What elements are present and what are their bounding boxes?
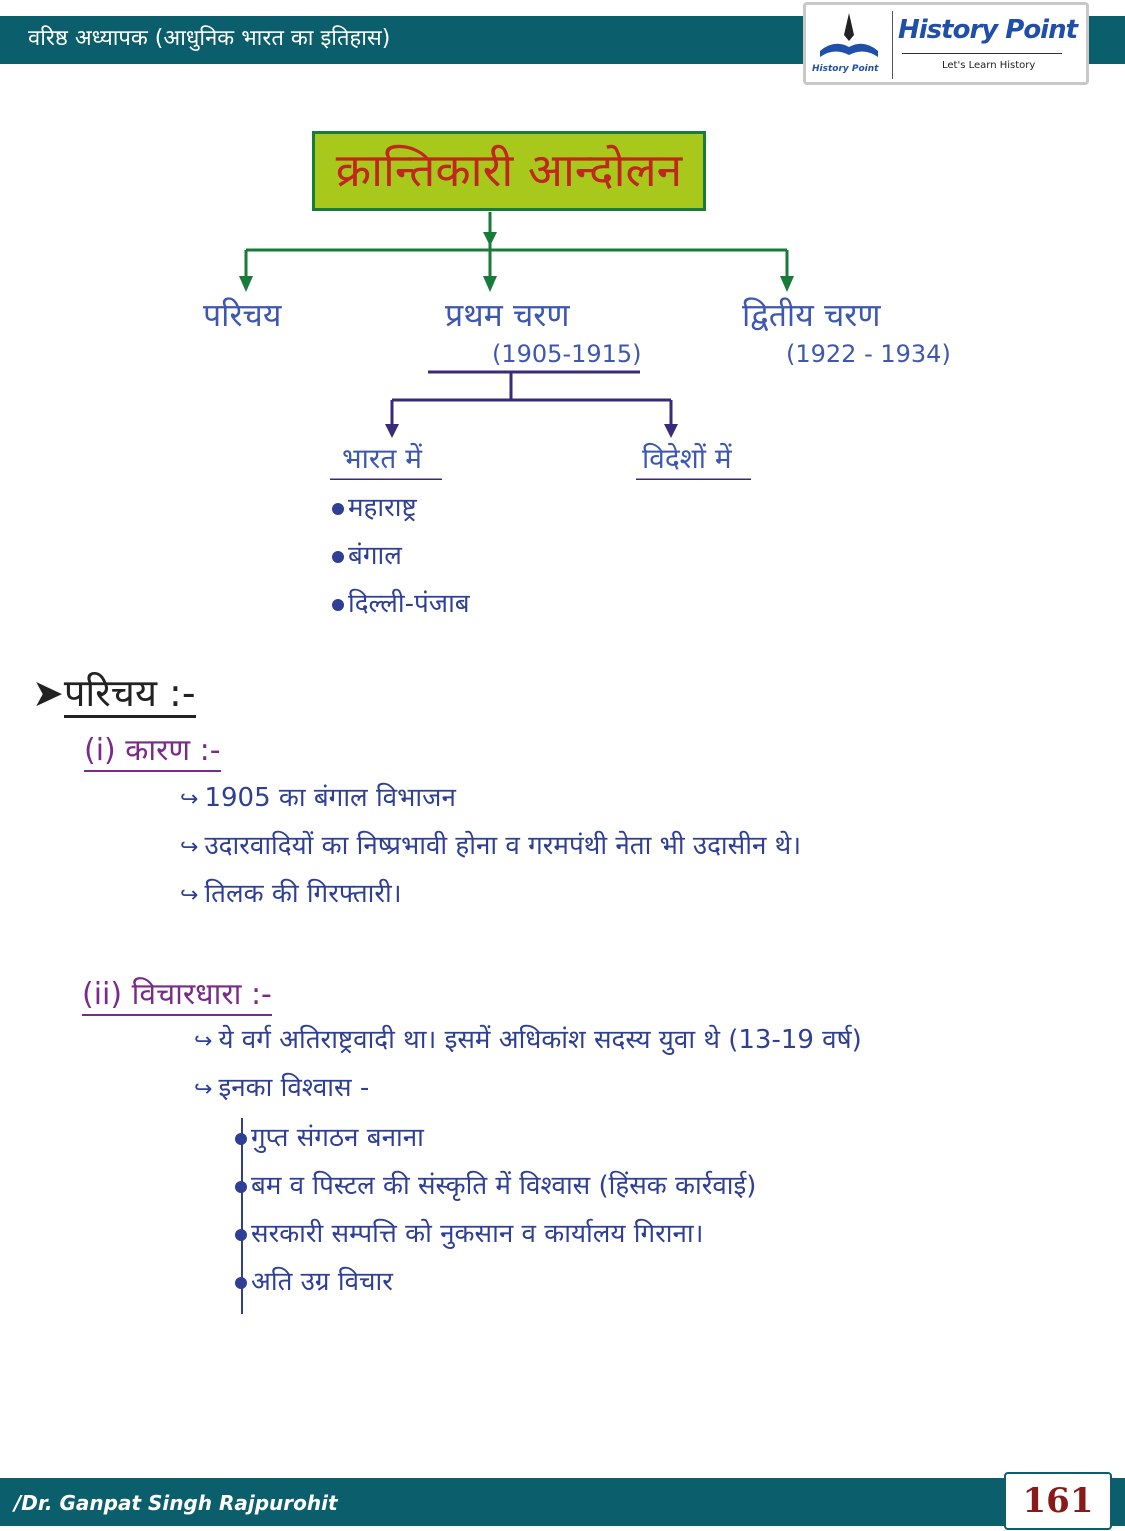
page-number: 161 bbox=[1004, 1472, 1112, 1530]
phase-2-years: (1922 - 1934) bbox=[786, 340, 951, 368]
list-item: महाराष्ट्र bbox=[332, 492, 417, 524]
causes-title: (i) कारण :- bbox=[84, 732, 221, 772]
list-item: ↪उदारवादियों का निष्प्रभावी होना व गरमपं… bbox=[180, 831, 802, 861]
diagram-root: क्रान्तिकारी आन्दोलन bbox=[312, 131, 706, 211]
pen-book-icon bbox=[820, 13, 878, 57]
footer-author: /Dr. Ganpat Singh Rajpurohit bbox=[14, 1491, 338, 1515]
branch-intro: परिचय bbox=[203, 296, 282, 334]
list-item: ↪इनका विश्वास - bbox=[194, 1073, 370, 1103]
phase-1-years: (1905-1915) bbox=[492, 340, 642, 368]
logo-tagline: Let's Learn History bbox=[942, 60, 1036, 71]
list-item: दिल्ली-पंजाब bbox=[332, 588, 470, 620]
list-item: बंगाल bbox=[332, 540, 402, 572]
footer-bar bbox=[0, 1478, 1125, 1526]
list-item: ↪1905 का बंगाल विभाजन bbox=[180, 783, 456, 813]
hook-arrow-icon: ↪ bbox=[180, 835, 199, 860]
list-item: ↪तिलक की गिरफ्तारी। bbox=[180, 879, 402, 909]
double-arrow-icon: ➤ bbox=[32, 671, 64, 715]
hook-arrow-icon: ↪ bbox=[180, 883, 199, 908]
sub-branch-abroad: विदेशों में bbox=[642, 442, 732, 475]
list-item: गुप्त संगठन बनाना bbox=[235, 1122, 424, 1154]
branch-phase-2: द्वितीय चरण bbox=[742, 296, 881, 334]
header-title: वरिष्ठ अध्यापक (आधुनिक भारत का इतिहास) bbox=[28, 26, 391, 51]
hook-arrow-icon: ↪ bbox=[180, 787, 199, 812]
hook-arrow-icon: ↪ bbox=[194, 1029, 213, 1054]
list-item: बम व पिस्टल की संस्कृति में विश्वास (हिं… bbox=[235, 1170, 756, 1202]
timeline-line bbox=[241, 1118, 243, 1314]
hook-arrow-icon: ↪ bbox=[194, 1077, 213, 1102]
logo-name: History Point bbox=[898, 15, 1078, 45]
diagram-connectors bbox=[239, 212, 794, 480]
list-item: सरकारी सम्पत्ति को नुकसान व कार्यालय गिर… bbox=[235, 1218, 703, 1250]
ideology-title: (ii) विचारधारा :- bbox=[82, 976, 272, 1016]
sub-branch-india: भारत में bbox=[342, 442, 422, 475]
logo-small-text: History Point bbox=[812, 64, 879, 74]
branch-phase-1: प्रथम चरण bbox=[445, 296, 570, 334]
list-item: ↪ये वर्ग अतिराष्ट्रवादी था। इसमें अधिकां… bbox=[194, 1025, 862, 1055]
list-item: अति उग्र विचार bbox=[235, 1266, 393, 1298]
logo: History Point History Point Let's Learn … bbox=[803, 2, 1089, 85]
section-heading: ➤परिचय :- bbox=[32, 670, 196, 718]
